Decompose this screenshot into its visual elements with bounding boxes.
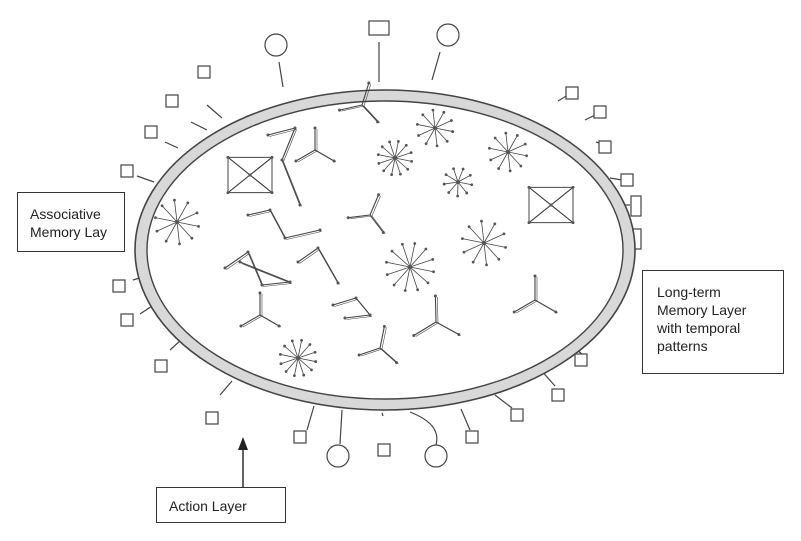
action-layer-arrow <box>238 437 248 487</box>
connector-7 <box>205 380 233 425</box>
star-cluster-6 <box>461 219 507 267</box>
long-term-label-line-1: Long-term <box>657 284 721 300</box>
stalk-connector-1 <box>368 20 390 82</box>
long-term-memory-layer-label: Long-term Memory Layer with temporal pat… <box>642 270 784 374</box>
long-term-label-line-2: Memory Layer <box>657 302 747 318</box>
connector-10 <box>460 408 479 444</box>
connector-3 <box>120 164 155 183</box>
bow-cluster-left <box>226 155 274 195</box>
connector-15 <box>609 173 634 187</box>
tri-cluster-6 <box>412 294 461 338</box>
connector-0 <box>197 65 223 119</box>
connector-16 <box>557 86 579 102</box>
star-cluster-3 <box>487 131 529 173</box>
long-term-label-line-4: patterns <box>657 338 708 354</box>
connector-1 <box>165 94 208 131</box>
inner-memory-field <box>146 100 624 400</box>
tri-cluster-2 <box>294 126 337 163</box>
stalk-connector-0 <box>264 33 288 88</box>
tri-cluster-5 <box>357 324 399 365</box>
stalk-connector-3 <box>326 409 350 468</box>
stalk-connector-4 <box>409 411 448 468</box>
zig-cluster-3 <box>296 246 340 285</box>
tri-cluster-1 <box>338 81 380 124</box>
connector-5 <box>120 305 153 327</box>
zig-cluster-5 <box>266 126 302 207</box>
zig-cluster-2 <box>223 250 292 287</box>
star-cluster-5 <box>154 198 200 246</box>
bow-cluster-right <box>527 185 575 225</box>
connector-9 <box>377 412 391 457</box>
action-label-line-1: Action Layer <box>169 498 247 514</box>
connector-8 <box>293 405 315 444</box>
star-cluster-4 <box>442 167 474 198</box>
associative-label-line-1: Associative <box>30 206 101 222</box>
tri-cluster-4 <box>239 291 282 328</box>
connector-6 <box>154 339 182 373</box>
associative-memory-layer-label: Associative Memory Lay <box>17 192 125 252</box>
star-cluster-1 <box>415 108 455 148</box>
star-cluster-8 <box>278 338 318 378</box>
connector-11 <box>494 394 524 422</box>
star-cluster-7 <box>385 242 435 292</box>
peripheral-connectors <box>112 20 642 468</box>
stalk-connector-2 <box>431 23 460 81</box>
connector-2 <box>144 125 179 149</box>
tri-cluster-3 <box>512 274 558 314</box>
star-cluster-2 <box>376 139 414 177</box>
connector-17 <box>584 105 607 121</box>
associative-label-line-2: Memory Lay <box>30 224 108 240</box>
neuron-clusters <box>154 81 575 378</box>
zig-cluster-1 <box>246 208 322 240</box>
action-layer-label: Action Layer <box>156 487 286 523</box>
connector-14 <box>595 140 612 154</box>
zig-cluster-4 <box>331 296 372 320</box>
tri-cluster-7 <box>346 193 386 235</box>
long-term-label-line-3: with temporal <box>657 320 741 336</box>
